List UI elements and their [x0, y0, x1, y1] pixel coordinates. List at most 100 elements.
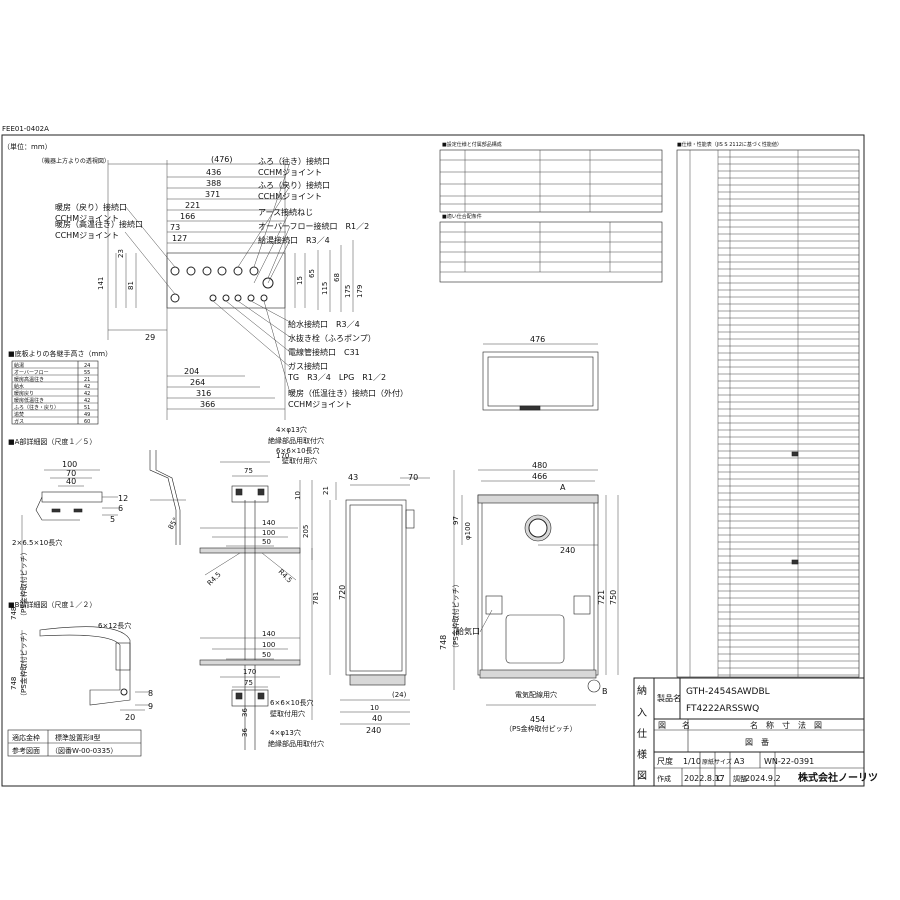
bracket-b-75: 75	[244, 679, 253, 687]
product-name-label: 製品名	[657, 693, 681, 703]
floor-row-value: 49	[84, 412, 90, 418]
top-view: (476) 436 388 371 221 166 127 73 29 204 …	[55, 155, 408, 420]
floor-row-value: 42	[84, 384, 90, 390]
bracket-50: 50	[262, 538, 271, 546]
bracket-b-slot: 6×6×10長穴	[270, 698, 314, 707]
detail-a: ■A部詳細図（尺度１／５） 100 70 40 12 6 5 2×6.5×10長…	[8, 437, 186, 620]
connection-circle	[249, 266, 259, 276]
side-43: 43	[348, 473, 358, 482]
detail-b-dim-8: 8	[148, 689, 153, 698]
top-view-label: （機器上方よりの透視図）	[38, 157, 110, 165]
floor-row-value: 42	[84, 398, 90, 404]
detail-a-748: 748	[10, 607, 18, 620]
front-748: 748	[439, 635, 448, 650]
note-row1-value: 標準設置形Ⅱ型	[55, 733, 100, 742]
title-block: 納 入 仕 様 図 製品名 GTH-2454SAWDBL FT4222ARSSW…	[633, 677, 878, 787]
detail-a-dim-12: 12	[118, 494, 128, 503]
side-720: 720	[338, 585, 347, 600]
dim-115: 115	[321, 282, 329, 295]
mid-spec-title2: ■適い仕合配条件	[442, 213, 482, 220]
floor-heights-title: ■底板よりの各継手高さ（mm）	[8, 349, 112, 358]
detail-a-dim-6: 6	[118, 504, 123, 513]
detail-b-dim-9: 9	[148, 702, 153, 711]
revised-label: 調整	[733, 774, 747, 783]
callout-cchm-4: CCHMジョイント	[55, 231, 119, 240]
bracket-holes: 4×φ13穴	[276, 425, 307, 434]
side-char-2: 入	[637, 708, 647, 719]
revised-date: 2024.9.2	[745, 774, 781, 783]
front-label-wiring: 電気配線用穴	[515, 690, 557, 699]
detail-a-dim-100: 100	[62, 460, 77, 469]
mid-spec-tables: ■設定仕様と付属部品構成 ■適い仕合配条件	[439, 141, 663, 283]
right-spec-table: ■仕様・性能表（JIS S 2112に基づく性能値）	[676, 141, 860, 678]
bracket-b-36b: 36	[241, 728, 249, 737]
side-21: 21	[322, 486, 330, 495]
dim-204: 204	[184, 367, 199, 376]
detail-b-pitch: （PS金枠取付ピッチ）	[19, 628, 28, 700]
small-top-view: 476	[482, 335, 599, 411]
detail-a-dim-70: 70	[66, 469, 76, 478]
detail-a-angle: 85°	[167, 516, 180, 531]
callout-hot-water: 給湯接続口 R3／4	[258, 235, 330, 245]
front-480: 480	[532, 461, 547, 470]
detail-a-title: ■A部詳細図（尺度１／５）	[8, 437, 96, 446]
callout-gas-spec: TG R3／4 LPG R1／2	[287, 373, 386, 382]
bracket-b-170: 170	[243, 668, 256, 676]
floor-row-value: 24	[84, 363, 90, 369]
bracket-170: 170	[276, 452, 289, 460]
note-row2-value: （図番W-00-0335）	[51, 747, 117, 755]
front-97: 97	[452, 516, 460, 525]
note-row2-label: 参考図面	[12, 746, 40, 755]
drawing-code: FEE01-0402A	[2, 125, 49, 133]
front-466: 466	[532, 472, 547, 481]
dim-316: 316	[196, 389, 211, 398]
unit-note: （単位：mm）	[3, 142, 52, 151]
callout-water-supply: 給水接続口 R3／4	[288, 319, 360, 329]
dim-23: 23	[117, 249, 125, 258]
revised-mark: C	[717, 774, 723, 783]
side-10: 10	[370, 704, 379, 712]
small-top-476: 476	[530, 335, 545, 344]
connection-circle	[217, 266, 227, 276]
bracket-b-insulator: 絶縁部品用取付穴	[268, 739, 324, 748]
side-char-4: 様	[637, 748, 647, 761]
floor-heights-table: ■底板よりの各継手高さ（mm） 給湯 24 オーバーフロー 55 暖房高温往き …	[8, 349, 112, 425]
bracket-b-wall: 壁取付用穴	[270, 709, 305, 718]
floor-row-name: ガス	[14, 418, 24, 425]
detail-a-dim-5: 5	[110, 515, 115, 524]
callout-overflow: オーバーフロー接続口 R1／2	[258, 221, 369, 231]
callout-bath-return: ふろ（戻り）接続口	[258, 180, 330, 190]
side-char-3: 仕	[637, 727, 647, 740]
connection-circle	[170, 293, 180, 303]
product-name-2: FT4222ARSSWQ	[686, 704, 759, 714]
paper-value: A3	[734, 757, 745, 766]
detail-b-title: ■B部詳細図（尺度１／２）	[8, 600, 96, 609]
created-label: 作成	[657, 774, 671, 783]
dim-175: 175	[344, 285, 352, 298]
side-char-5: 図	[637, 770, 647, 782]
bracket-100: 100	[262, 529, 275, 537]
unit-side-view: 43 70 21 720 (24) 10 40 240	[322, 473, 430, 735]
note-row1-label: 適応金枠	[12, 733, 40, 742]
detail-a-dim-40: 40	[66, 477, 76, 486]
front-label-b: B	[602, 687, 608, 696]
bracket-b-holes: 4×φ13穴	[270, 728, 301, 737]
unit-front-view: 480 466 240 97 φ100 721 750 454 （PS金枠取付ピ…	[439, 461, 619, 733]
bracket-75: 75	[244, 467, 253, 475]
frame-note-box: 適応金枠 標準設置形Ⅱ型 参考図面 （図番W-00-0335）	[7, 729, 142, 757]
connection-circle	[202, 266, 212, 276]
side-40: 40	[372, 714, 382, 723]
floor-row-name: ふろ（往き・戻り）	[14, 404, 59, 411]
floor-row-name: 給湯	[14, 362, 24, 369]
front-phi100: φ100	[464, 522, 472, 540]
detail-b: ■B部詳細図（尺度１／２） 6×12長穴 748 （PS金枠取付ピッチ） 8 9…	[8, 600, 153, 722]
dim-73: 73	[170, 223, 180, 232]
drawing-no-label: 図 番	[745, 737, 769, 747]
dim-68: 68	[333, 273, 341, 282]
scale-label: 尺度	[657, 756, 673, 766]
paper-label: 原紙サイズ	[702, 758, 732, 766]
mid-spec-title: ■設定仕様と付属部品構成	[442, 141, 502, 148]
connection-circle	[170, 266, 180, 276]
callout-gas: ガス接続口	[288, 361, 328, 371]
